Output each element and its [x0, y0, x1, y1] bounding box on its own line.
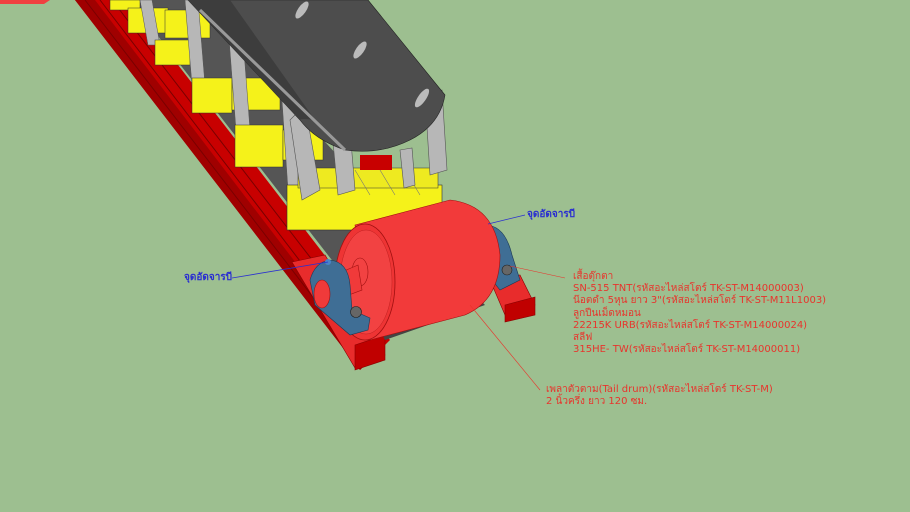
grease-point-label-right: จุดอัดจารบี [527, 209, 576, 220]
bearing-callout-line: SN-515 TNT(รหัสอะไหล่สโตร์ TK-ST-M140000… [573, 283, 804, 295]
tail-drum-callout-line: 2 นิ้วครึ่ง ยาว 120 ซม. [546, 396, 648, 408]
tail-drum-callout: เพลาตัวตาม(Tail drum)(รหัสอะไหล่สโตร์ TK… [546, 384, 773, 408]
bearing-callout-line: 22215K URB(รหัสอะไหล่สโตร์ TK-ST-M140000… [573, 319, 808, 331]
bearing-block-left [309, 259, 371, 336]
frame-fragment [0, 0, 50, 4]
bearing-block-callout: เสื้อตุ๊กตา SN-515 TNT(รหัสอะไหล่สโตร์ T… [573, 271, 826, 356]
bearing-callout-line: น๊อตดำ 5หุน ยาว 3"(รหัสอะไหล่สโตร์ TK-ST… [573, 295, 827, 307]
leader-lines [231, 214, 566, 391]
bearing-callout-line: สลีฟ [573, 332, 593, 344]
bearing-callout-line: ลูกปืนเม็ดหมอน [573, 307, 641, 319]
tail-drum-callout-line: เพลาตัวตาม(Tail drum)(รหัสอะไหล่สโตร์ TK… [546, 384, 773, 395]
grease-point-label-left: จุดอัดจารบี [184, 272, 233, 283]
carrying-belt [187, 0, 446, 152]
bearing-callout-line: เสื้อตุ๊กตา [573, 271, 614, 282]
idler-sets [109, 0, 448, 231]
bearing-callout-line: 315HE- TW(รหัสอะไหล่สโตร์ TK-ST-M1400001… [573, 344, 801, 356]
